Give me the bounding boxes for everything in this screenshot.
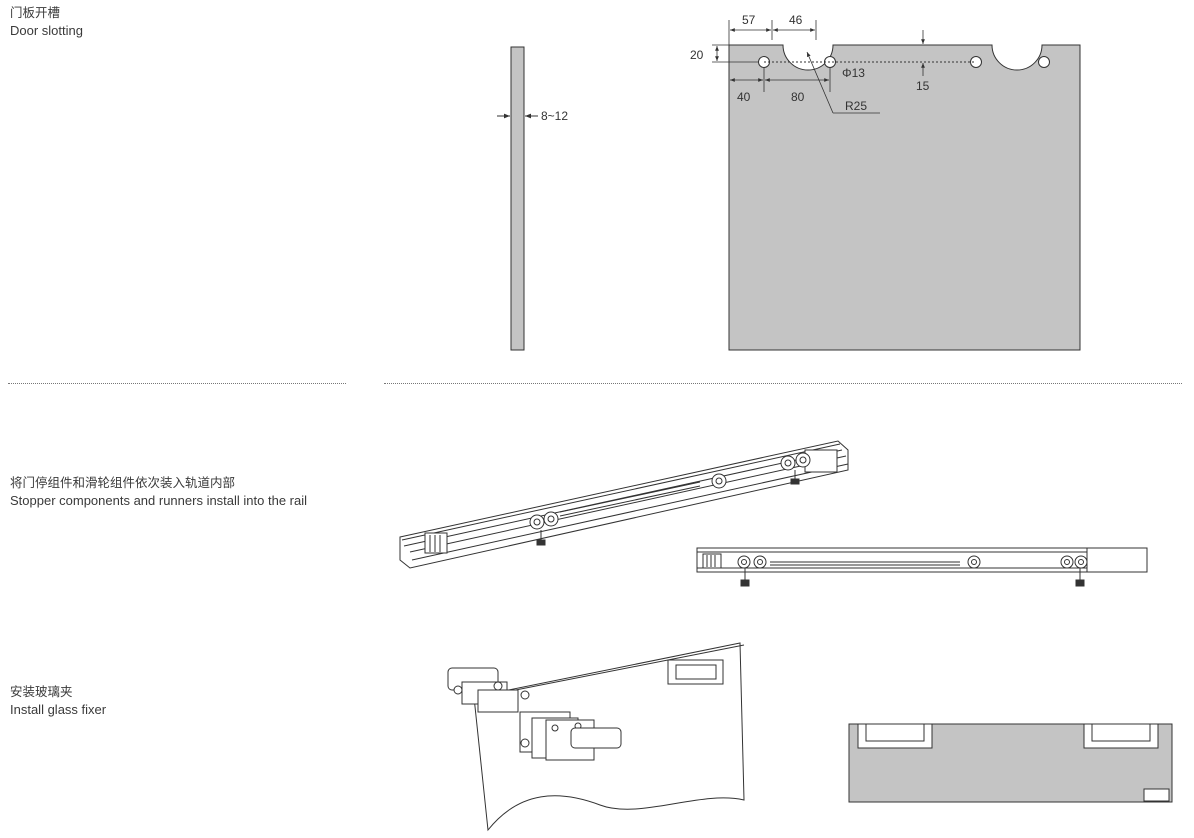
dim-80: 80 — [791, 90, 805, 104]
section-glass-fixer-label: 安装玻璃夹 Install glass fixer — [10, 683, 106, 719]
section-door-slotting-label: 门板开槽 Door slotting — [10, 4, 83, 40]
door-side-profile — [497, 46, 538, 351]
dim-15: 15 — [916, 79, 930, 93]
glass-fixer-isometric — [447, 642, 745, 832]
door-slotting-zh: 门板开槽 — [10, 5, 61, 20]
separator-left — [8, 383, 346, 384]
glass-fixer-front-view — [848, 723, 1173, 803]
thickness-dimension: 8~12 — [541, 109, 568, 123]
rail-install-en: Stopper components and runners install i… — [10, 493, 308, 508]
section-rail-install-label: 将门停组件和滑轮组件依次装入轨道内部 Stopper components an… — [10, 474, 307, 510]
door-slotting-en: Door slotting — [10, 23, 83, 38]
top-dimension-lines — [728, 20, 817, 45]
separator-right — [384, 383, 1182, 384]
dim-57: 57 — [742, 13, 756, 27]
glass-fixer-zh: 安装玻璃夹 — [10, 684, 73, 699]
dim-40-80-lines — [730, 68, 831, 92]
dim-20: 20 — [690, 48, 704, 62]
glass-fixer-en: Install glass fixer — [10, 702, 107, 717]
dim-r25: R25 — [845, 99, 867, 113]
rail-side-view — [696, 547, 1148, 587]
hole-4 — [1038, 56, 1050, 68]
hole-3 — [970, 56, 982, 68]
dim-40: 40 — [737, 90, 751, 104]
rail-isometric — [399, 440, 849, 569]
rail-install-zh: 将门停组件和滑轮组件依次装入轨道内部 — [10, 475, 236, 490]
dim-46: 46 — [789, 13, 803, 27]
door-front-panel — [728, 44, 1081, 351]
dim-20-lines — [712, 44, 758, 63]
r25-leader — [806, 51, 880, 114]
dim-phi13: Φ13 — [842, 66, 865, 80]
